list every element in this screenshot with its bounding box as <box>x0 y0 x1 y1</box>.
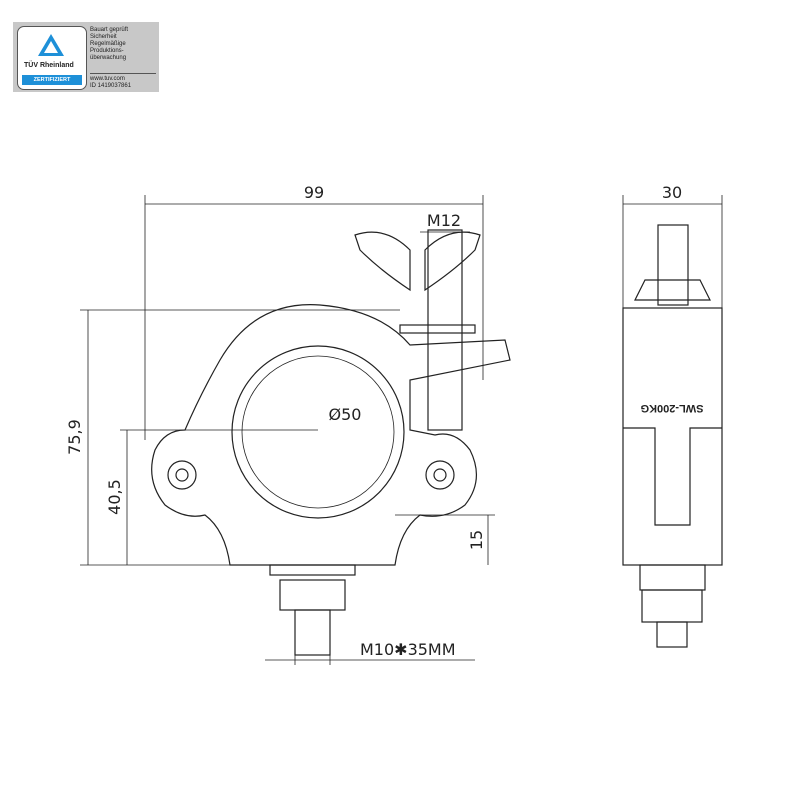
threaded-rod <box>427 229 463 431</box>
front-view <box>151 229 511 656</box>
tuv-certification-badge: TÜV Rheinland ZERTIFIZIERT Bauart geprüf… <box>13 22 159 92</box>
pivot-right <box>425 460 455 490</box>
side-bolt <box>656 621 688 648</box>
dim-height: 75,9 <box>65 419 84 455</box>
side-view <box>622 224 723 648</box>
pivot-left <box>167 460 197 490</box>
dim-side-width: 30 <box>662 183 682 202</box>
side-slot <box>623 427 722 526</box>
washer <box>399 324 476 334</box>
certified-label: ZERTIFIZIERT <box>22 75 82 85</box>
dim-bolt: M10✱35MM <box>360 640 456 659</box>
clamp-body <box>151 304 511 566</box>
bottom-bolt <box>294 609 331 656</box>
info-line: überwachung <box>90 55 127 61</box>
side-washer <box>639 564 706 591</box>
tuv-logo: TÜV Rheinland ZERTIFIZIERT <box>17 26 87 90</box>
dim-base: 15 <box>467 530 486 550</box>
bottom-nut <box>279 579 346 611</box>
tube-outer <box>231 345 405 519</box>
side-nut <box>641 589 703 623</box>
side-wing-nut <box>634 279 711 301</box>
info-line: Regelmäßige <box>90 41 126 47</box>
dim-center-height: 40,5 <box>105 479 124 515</box>
swl-label: SWL-200KG <box>641 402 704 414</box>
dimension-lines <box>80 195 723 665</box>
pivot-left-inner <box>175 468 189 482</box>
pivot-right-inner <box>433 468 447 482</box>
tuv-brand: TÜV Rheinland <box>24 62 74 69</box>
badge-info: Bauart geprüft Sicherheit Regelmäßige Pr… <box>90 27 128 62</box>
cert-id: ID 1419037861 <box>90 83 132 89</box>
info-line: Sicherheit <box>90 34 117 40</box>
website: www.tuv.com <box>90 76 125 82</box>
wing-nut <box>354 231 481 292</box>
side-body <box>622 307 723 566</box>
bottom-washer <box>269 564 356 576</box>
dim-thread-top: M12 <box>427 211 461 230</box>
dim-width: 99 <box>304 183 324 202</box>
tuv-triangle-icon <box>38 34 64 56</box>
badge-web: www.tuv.com ID 1419037861 <box>90 73 156 90</box>
tube-inner <box>241 355 395 509</box>
info-line: Produktions- <box>90 48 124 54</box>
side-rod <box>657 224 689 306</box>
dim-tube-diameter: Ø50 <box>329 405 362 424</box>
info-line: Bauart geprüft <box>90 27 129 33</box>
